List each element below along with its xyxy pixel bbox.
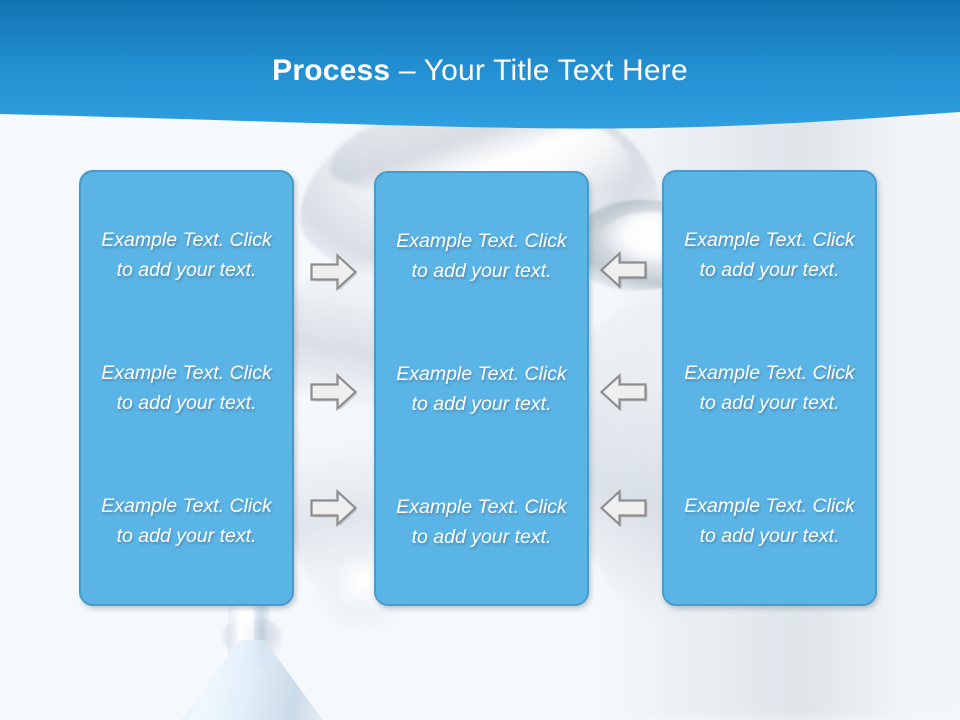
glass-bottle-shadow	[222, 618, 282, 658]
glass-bottle-body	[174, 640, 330, 720]
arrow-right-icon	[310, 488, 358, 528]
process-cell-1-2[interactable]: Example Text. Click to add your text.	[101, 361, 272, 414]
process-column-3[interactable]: Example Text. Click to add your text. Ex…	[662, 170, 877, 606]
arrow-right-icon	[310, 252, 358, 292]
process-cell-1-3[interactable]: Example Text. Click to add your text.	[101, 495, 272, 548]
process-cell-2-3[interactable]: Example Text. Click to add your text.	[396, 495, 567, 548]
arrow-left-icon	[599, 372, 648, 412]
page-title-light: – Your Title Text Here	[390, 54, 688, 87]
process-cell-3-3[interactable]: Example Text. Click to add your text.	[684, 495, 855, 548]
process-cell-2-1[interactable]: Example Text. Click to add your text.	[396, 229, 567, 282]
process-cell-3-1[interactable]: Example Text. Click to add your text.	[684, 228, 855, 281]
glass-bottle-highlight	[238, 606, 254, 668]
process-cell-2-2[interactable]: Example Text. Click to add your text.	[396, 362, 567, 415]
arrow-right-icon	[310, 372, 358, 412]
process-cell-1-1[interactable]: Example Text. Click to add your text.	[101, 228, 272, 281]
page-title-strong: Process	[272, 54, 391, 87]
process-cell-3-2[interactable]: Example Text. Click to add your text.	[684, 361, 855, 414]
arrow-left-icon	[599, 488, 648, 528]
arrow-left-icon	[599, 250, 648, 290]
header-banner: Process – Your Title Text Here	[0, 0, 960, 140]
process-column-2[interactable]: Example Text. Click to add your text. Ex…	[374, 171, 589, 606]
page-title: Process – Your Title Text Here	[0, 52, 960, 90]
process-column-1[interactable]: Example Text. Click to add your text. Ex…	[79, 170, 294, 606]
glass-bottle-neck	[228, 596, 270, 666]
